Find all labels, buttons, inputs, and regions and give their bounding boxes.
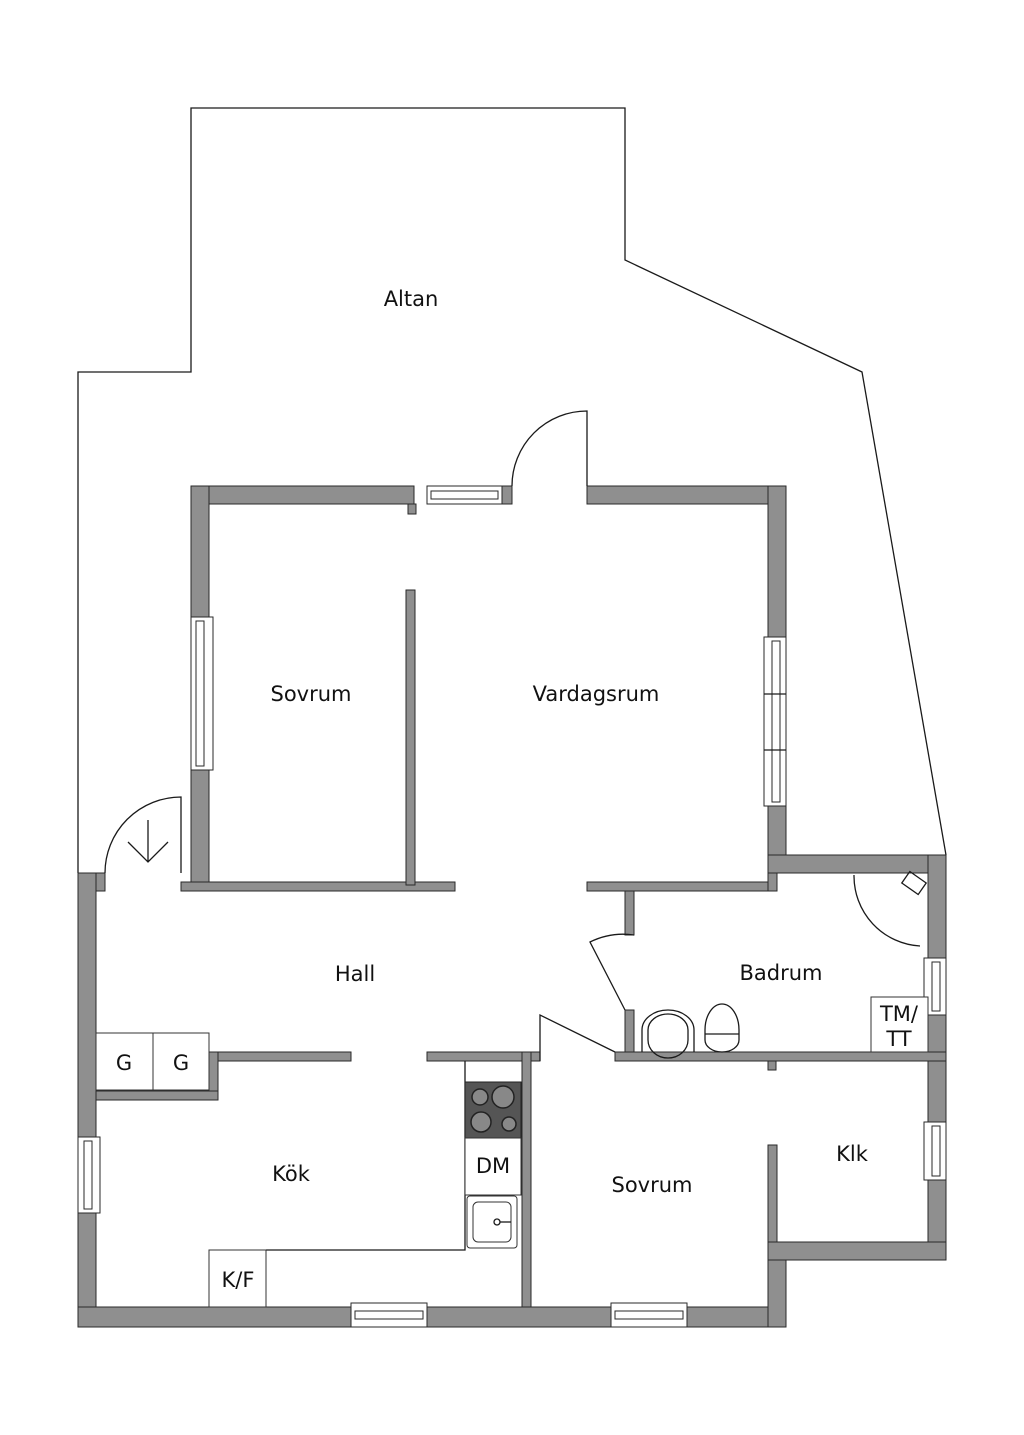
room-label-sovrum: Sovrum <box>270 682 351 706</box>
bedroom-door <box>539 1013 616 1061</box>
room-label-altan: Altan <box>384 287 439 311</box>
altan-door <box>511 410 588 487</box>
washbasin-icon <box>641 1009 695 1059</box>
wardrobe-2 <box>152 1032 210 1091</box>
room-label-vardagsrum: Vardagsrum <box>533 682 660 706</box>
dryer-label: TT <box>885 1027 911 1051</box>
entrance-door <box>104 796 182 874</box>
dishwasher <box>464 1137 522 1196</box>
dishwasher-label: DM <box>476 1154 510 1178</box>
fridge-freezer <box>208 1249 267 1308</box>
room-label-sovrum-2: Sovrum <box>611 1173 692 1197</box>
room-label-klk: Klk <box>836 1142 869 1166</box>
doors <box>104 410 635 1061</box>
wardrobe-label: G <box>173 1051 189 1075</box>
toilet-icon <box>704 1003 740 1053</box>
entrance-arrow-icon <box>127 820 169 863</box>
windows <box>77 485 947 1328</box>
wardrobe-1 <box>95 1032 154 1091</box>
shower-icon <box>853 874 921 947</box>
room-label-hall: Hall <box>335 962 375 986</box>
room-label-badrum: Badrum <box>739 961 822 985</box>
washer-label: TM/ <box>879 1002 919 1026</box>
washer-dryer <box>870 996 929 1053</box>
wardrobe-label: G <box>116 1051 132 1075</box>
room-label-kok: Kök <box>272 1162 311 1186</box>
fridge-label: K/F <box>222 1268 255 1292</box>
bathroom-door <box>589 933 635 1011</box>
altan-outline <box>77 107 947 873</box>
